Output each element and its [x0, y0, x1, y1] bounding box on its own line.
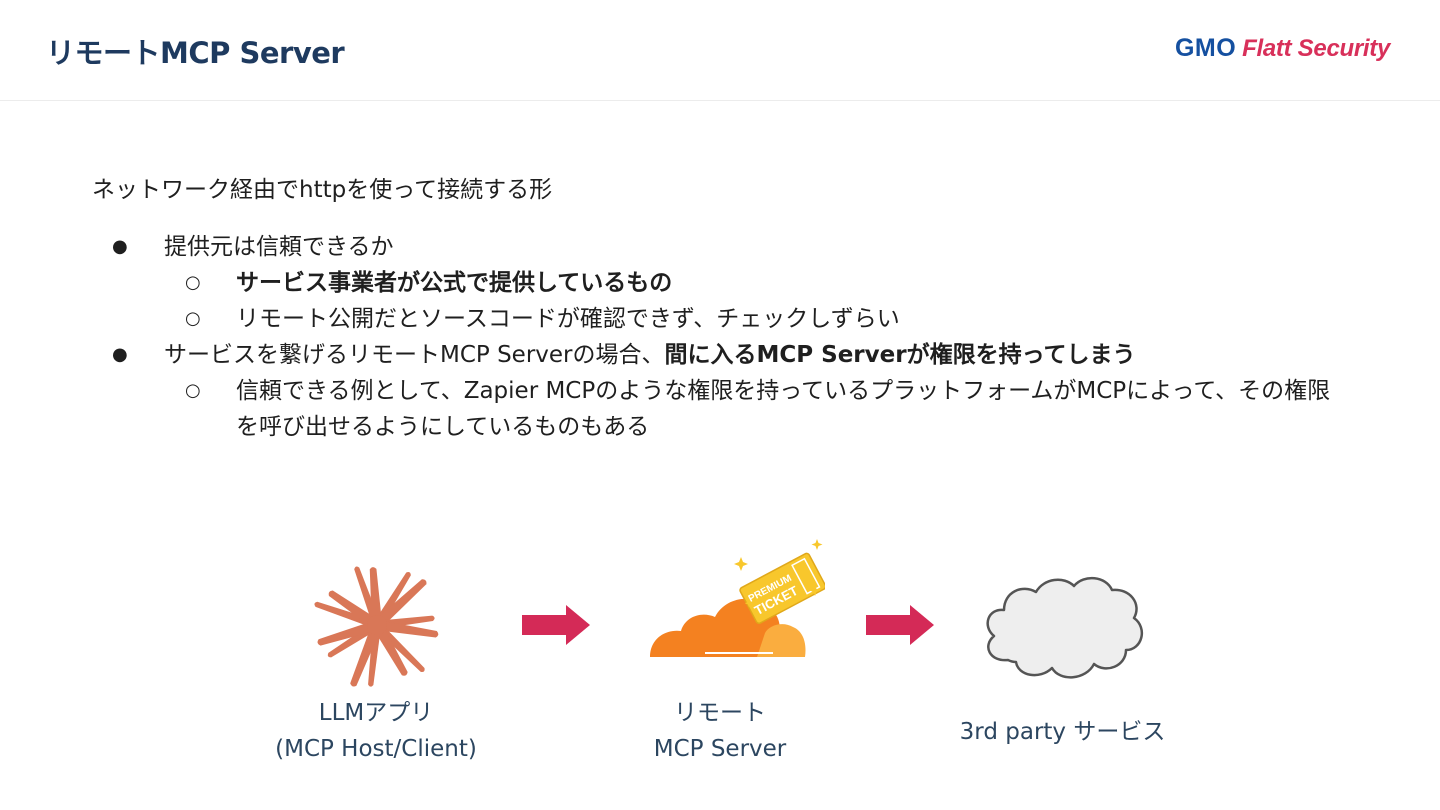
- burst-ray: [368, 630, 381, 687]
- sub-official-text: サービス事業者が公式で提供しているもの: [236, 270, 673, 296]
- sub-source-code-text: リモート公開だとソースコードが確認できず、チェックしずらい: [236, 306, 900, 332]
- sub-mark: ○: [185, 308, 201, 329]
- logo-gmo: GMO: [1174, 34, 1237, 62]
- burst-ray: [354, 566, 379, 621]
- node-llm-app-title: LLMアプリ: [318, 700, 434, 726]
- claude-burst-icon: [314, 566, 439, 687]
- cloudflare-cloud-with-ticket-icon: PREMIUM TICKET: [650, 539, 825, 657]
- sub-official: ○ サービス事業者が公式で提供しているもの: [92, 265, 1352, 301]
- node-third-party-title: 3rd party サービス: [959, 719, 1166, 745]
- node-remote-mcp-label: リモート MCP Server: [620, 695, 820, 767]
- sub-mark: ○: [185, 272, 201, 293]
- burst-ray: [378, 626, 425, 672]
- burst-ray: [317, 621, 373, 646]
- burst-ray: [382, 620, 439, 638]
- sub-zapier-example-text: 信頼できる例として、Zapier MCPのような権限を持っているプラットフォーム…: [236, 378, 1331, 440]
- burst-center: [367, 615, 387, 635]
- right-arrow-icon: [522, 605, 590, 645]
- burst-ray: [314, 601, 373, 627]
- cloud-icon: [986, 577, 1144, 679]
- bullet-permissions: ● サービスを繋げるリモートMCP Serverの場合、間に入るMCP Serv…: [92, 337, 1352, 373]
- right-arrow-icon: [866, 605, 934, 645]
- bullet-permissions-text: サービスを繋げるリモートMCP Serverの場合、: [164, 342, 665, 368]
- burst-ray: [378, 579, 427, 625]
- sub-mark: ○: [185, 380, 201, 401]
- sub-zapier-example: ○ 信頼できる例として、Zapier MCPのような権限を持っているプラットフォ…: [92, 373, 1352, 445]
- burst-ray: [350, 628, 380, 687]
- burst-ray: [375, 627, 408, 676]
- logo-flatt-security: Flatt Security: [1242, 35, 1390, 62]
- sub-source-code: ○ リモート公開だとソースコードが確認できず、チェックしずらい: [92, 301, 1352, 337]
- company-logo: GMO Flatt Security: [1175, 34, 1390, 63]
- architecture-diagram: PREMIUM TICKET LLMアプリ (MCP Host/Client) …: [0, 530, 1440, 810]
- burst-ray: [328, 590, 375, 626]
- node-llm-app-subtitle: (MCP Host/Client): [275, 736, 477, 762]
- node-remote-mcp-title: リモート: [674, 700, 766, 726]
- bullet-mark: ●: [112, 236, 128, 257]
- bullet-mark: ●: [112, 344, 128, 365]
- node-remote-mcp-subtitle: MCP Server: [653, 736, 787, 762]
- slide-body: ネットワーク経由でhttpを使って接続する形 ● 提供元は信頼できるか ○ サー…: [92, 172, 1352, 445]
- burst-ray: [376, 571, 411, 622]
- bullet-trust-text: 提供元は信頼できるか: [164, 234, 394, 260]
- node-third-party-label: 3rd party サービス: [940, 714, 1185, 750]
- node-llm-app-label: LLMアプリ (MCP Host/Client): [250, 695, 502, 767]
- bullet-trust: ● 提供元は信頼できるか: [92, 229, 1352, 265]
- slide-title: リモートMCP Server: [46, 36, 345, 70]
- slide-header: リモートMCP Server GMO Flatt Security: [0, 0, 1440, 101]
- intro-text: ネットワーク経由でhttpを使って接続する形: [92, 177, 553, 203]
- bullet-permissions-emphasis: 間に入るMCP Serverが権限を持ってしまう: [664, 342, 1136, 368]
